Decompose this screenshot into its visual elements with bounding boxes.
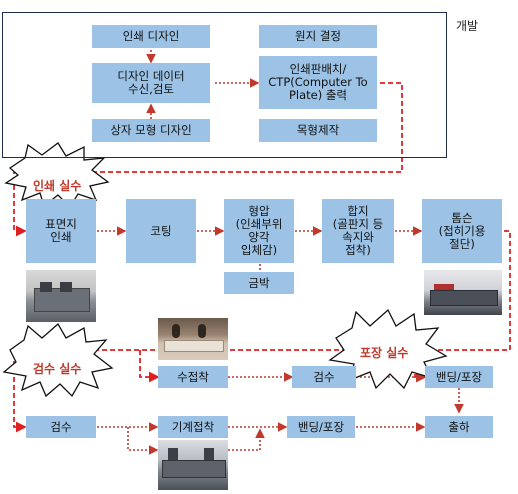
foil-box: 금박 (224, 272, 294, 294)
ctp-box: 인쇄판배치/ CTP(Computer To Plate) 출력 (259, 56, 377, 109)
hand-glue-photo (158, 318, 228, 360)
banding-top-box: 밴딩/포장 (425, 366, 493, 388)
embossing-box: 형압 (인쇄부위 양각 입체감) (224, 199, 294, 263)
printing-press-photo (26, 270, 96, 322)
die-cut-machine-photo (424, 270, 502, 315)
inspect-left-box: 검수 (26, 416, 96, 438)
inspect-error-label: 검수 실수 (33, 362, 82, 376)
burst-print-error (4, 142, 110, 209)
pack-error-label: 포장 실수 (360, 346, 409, 360)
print-design-box: 인쇄 디자인 (92, 25, 210, 48)
design-data-box: 디자인 데이터 수신,검토 (92, 63, 210, 103)
machine-glue-box: 기계접착 (158, 416, 228, 438)
shipping-box: 출하 (425, 416, 493, 438)
burst-inspect-error (2, 322, 114, 398)
coating-box: 코팅 (126, 199, 196, 263)
arrow-inspect-branch (127, 427, 159, 455)
error-route-diecut (13, 230, 511, 433)
box-design-box: 상자 모형 디자인 (92, 119, 210, 142)
print-error-label: 인쇄 실수 (33, 179, 82, 193)
banding-bottom-box: 밴딩/포장 (287, 416, 355, 438)
surface-print-box: 표면지 인쇄 (26, 199, 96, 263)
error-route-print (13, 82, 403, 237)
hand-glue-box: 수접착 (158, 366, 228, 388)
lamination-box: 합지 (골판지 등 속지와 접착) (322, 199, 394, 263)
die-cut-box: 톰슨 (접히기용 절단) (422, 199, 502, 263)
arrow-photo-to-machine (228, 428, 265, 451)
plate-decision-box: 원지 결정 (259, 25, 377, 48)
inspect-mid-box: 검수 (292, 366, 356, 388)
error-route-handglue (139, 350, 160, 383)
development-label: 개발 (456, 19, 479, 33)
machine-glue-photo (158, 440, 228, 490)
development-frame (2, 12, 447, 158)
wood-die-box: 목형제작 (259, 119, 377, 142)
